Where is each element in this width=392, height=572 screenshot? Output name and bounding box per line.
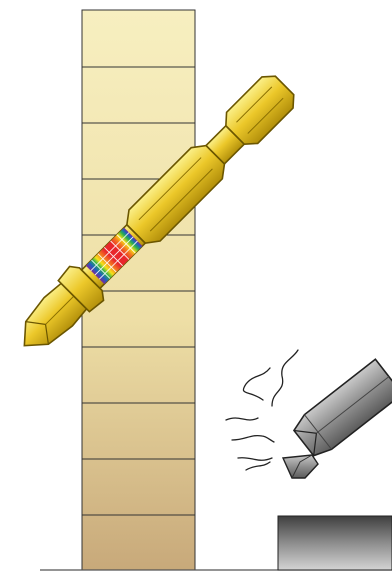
broken-grey-bit <box>290 359 392 460</box>
metal-block <box>278 516 392 570</box>
broken-tip-fragment <box>283 455 318 478</box>
impact-burst-lines <box>226 350 298 470</box>
